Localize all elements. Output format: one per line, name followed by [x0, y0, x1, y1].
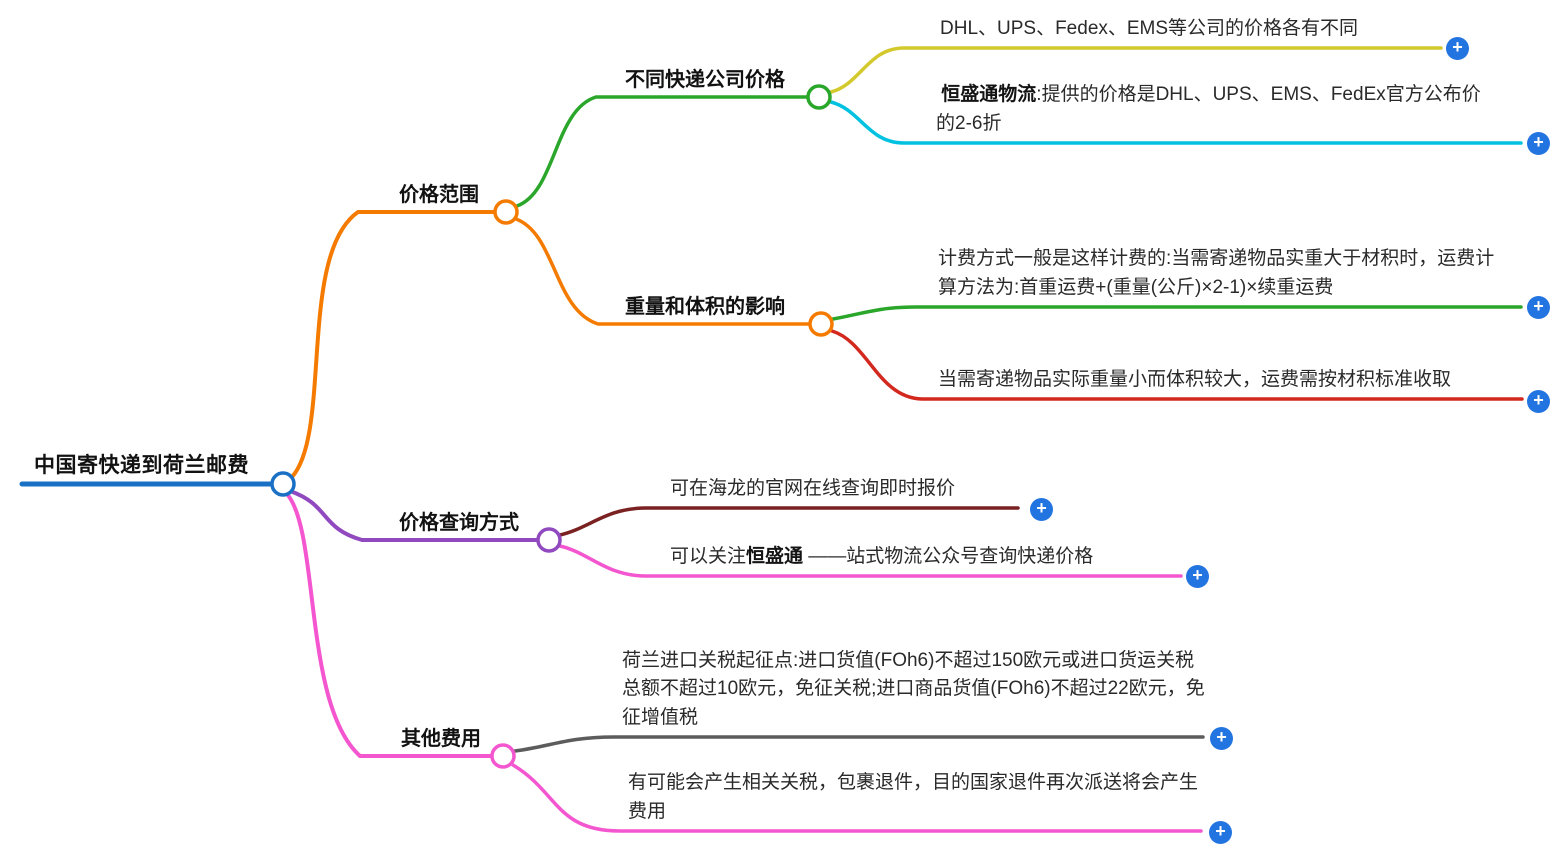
leaf-body: ——站式物流公众号查询快递价格 [803, 545, 1094, 567]
leaf-body: :提供的价格是DHL、UPS、EMS、FedEx官方公布价的2-6折 [936, 84, 1481, 134]
root-node-circle [270, 471, 296, 497]
leaf-prefix: 可以关注 [670, 545, 747, 567]
expand-button-plus-icon[interactable]: + [1186, 565, 1209, 588]
branch-curve-weight-volume [514, 217, 810, 326]
leaf-line-wechat-account [558, 544, 1183, 578]
leaf-body: 荷兰进口关税起征点:进口货值(FOh6)不超过150欧元或进口货运关税总额不超过… [622, 649, 1205, 728]
leaf-text-dhl-ups[interactable]: DHL、UPS、Fedex、EMS等公司的价格各有不同 [940, 15, 1445, 44]
node-circle-weight-volume [808, 311, 834, 337]
node-circle-price-range [493, 199, 519, 225]
leaf-line-billing-formula [831, 305, 1523, 321]
expand-button-plus-icon[interactable]: + [1527, 296, 1550, 319]
leaf-bold: 恒盛通物流 [941, 84, 1037, 105]
leaf-body: 有可能会产生相关关税，包裹退件，目的国家退件再次派送将会产生费用 [628, 772, 1199, 822]
node-label-weight-volume[interactable]: 重量和体积的影响 [625, 296, 785, 318]
leaf-line-hailong-website [558, 506, 1020, 537]
node-label-price-query[interactable]: 价格查询方式 [399, 512, 519, 534]
node-circle-company-prices [806, 84, 832, 110]
expand-button-plus-icon[interactable]: + [1030, 498, 1053, 521]
leaf-line-return-fees [511, 763, 1203, 833]
leaf-text-return-fees[interactable]: 有可能会产生相关关税，包裹退件，目的国家退件再次派送将会产生费用 [628, 769, 1203, 826]
leaf-text-hengshengtong-discount[interactable]: 恒盛通物流:提供的价格是DHL、UPS、EMS、FedEx官方公布价的2-6折 [936, 81, 1494, 138]
expand-button-plus-icon[interactable]: + [1527, 390, 1550, 413]
leaf-bold: 恒盛通 [746, 545, 804, 567]
leaf-text-customs-threshold[interactable]: 荷兰进口关税起征点:进口货值(FOh6)不超过150欧元或进口货运关税总额不超过… [622, 647, 1207, 733]
leaf-body: DHL、UPS、Fedex、EMS等公司的价格各有不同 [940, 17, 1359, 39]
node-label-company-prices[interactable]: 不同快递公司价格 [625, 69, 785, 91]
leaf-body: 计费方式一般是这样计费的:当需寄递物品实重大于材积时，运费计算方法为:首重运费+… [938, 248, 1495, 298]
node-label-other-fees[interactable]: 其他费用 [401, 728, 481, 750]
expand-button-plus-icon[interactable]: + [1210, 727, 1233, 750]
expand-button-plus-icon[interactable]: + [1209, 821, 1232, 844]
leaf-line-dhl-ups [829, 46, 1443, 94]
node-label-price-range[interactable]: 价格范围 [399, 184, 479, 206]
leaf-line-volumetric-weight [830, 329, 1524, 401]
leaf-text-volumetric-weight[interactable]: 当需寄递物品实际重量小而体积较大，运费需按材积标准收取 [938, 366, 1500, 395]
leaf-text-wechat-account[interactable]: 可以关注恒盛通 ——站式物流公众号查询快递价格 [670, 543, 1210, 572]
branch-curve-price-range [290, 210, 496, 479]
expand-button-plus-icon[interactable]: + [1527, 132, 1550, 155]
leaf-text-billing-formula[interactable]: 计费方式一般是这样计费的:当需寄递物品实重大于材积时，运费计算方法为:首重运费+… [938, 245, 1500, 302]
root-node-label[interactable]: 中国寄快递到荷兰邮费 [34, 454, 249, 477]
leaf-line-hengshengtong-discount [829, 100, 1523, 145]
branch-curve-other-fees [285, 492, 493, 758]
branch-curve-price-query [288, 489, 538, 542]
leaf-body: 当需寄递物品实际重量小而体积较大，运费需按材积标准收取 [938, 368, 1452, 390]
node-circle-price-query [536, 527, 562, 553]
branch-curve-company-prices [515, 95, 808, 208]
leaf-line-customs-threshold [513, 735, 1205, 753]
leaf-body: 可在海龙的官网在线查询即时报价 [670, 477, 956, 499]
leaf-text-hailong-website[interactable]: 可在海龙的官网在线查询即时报价 [670, 475, 1050, 504]
node-circle-other-fees [490, 743, 516, 769]
expand-button-plus-icon[interactable]: + [1446, 37, 1469, 60]
